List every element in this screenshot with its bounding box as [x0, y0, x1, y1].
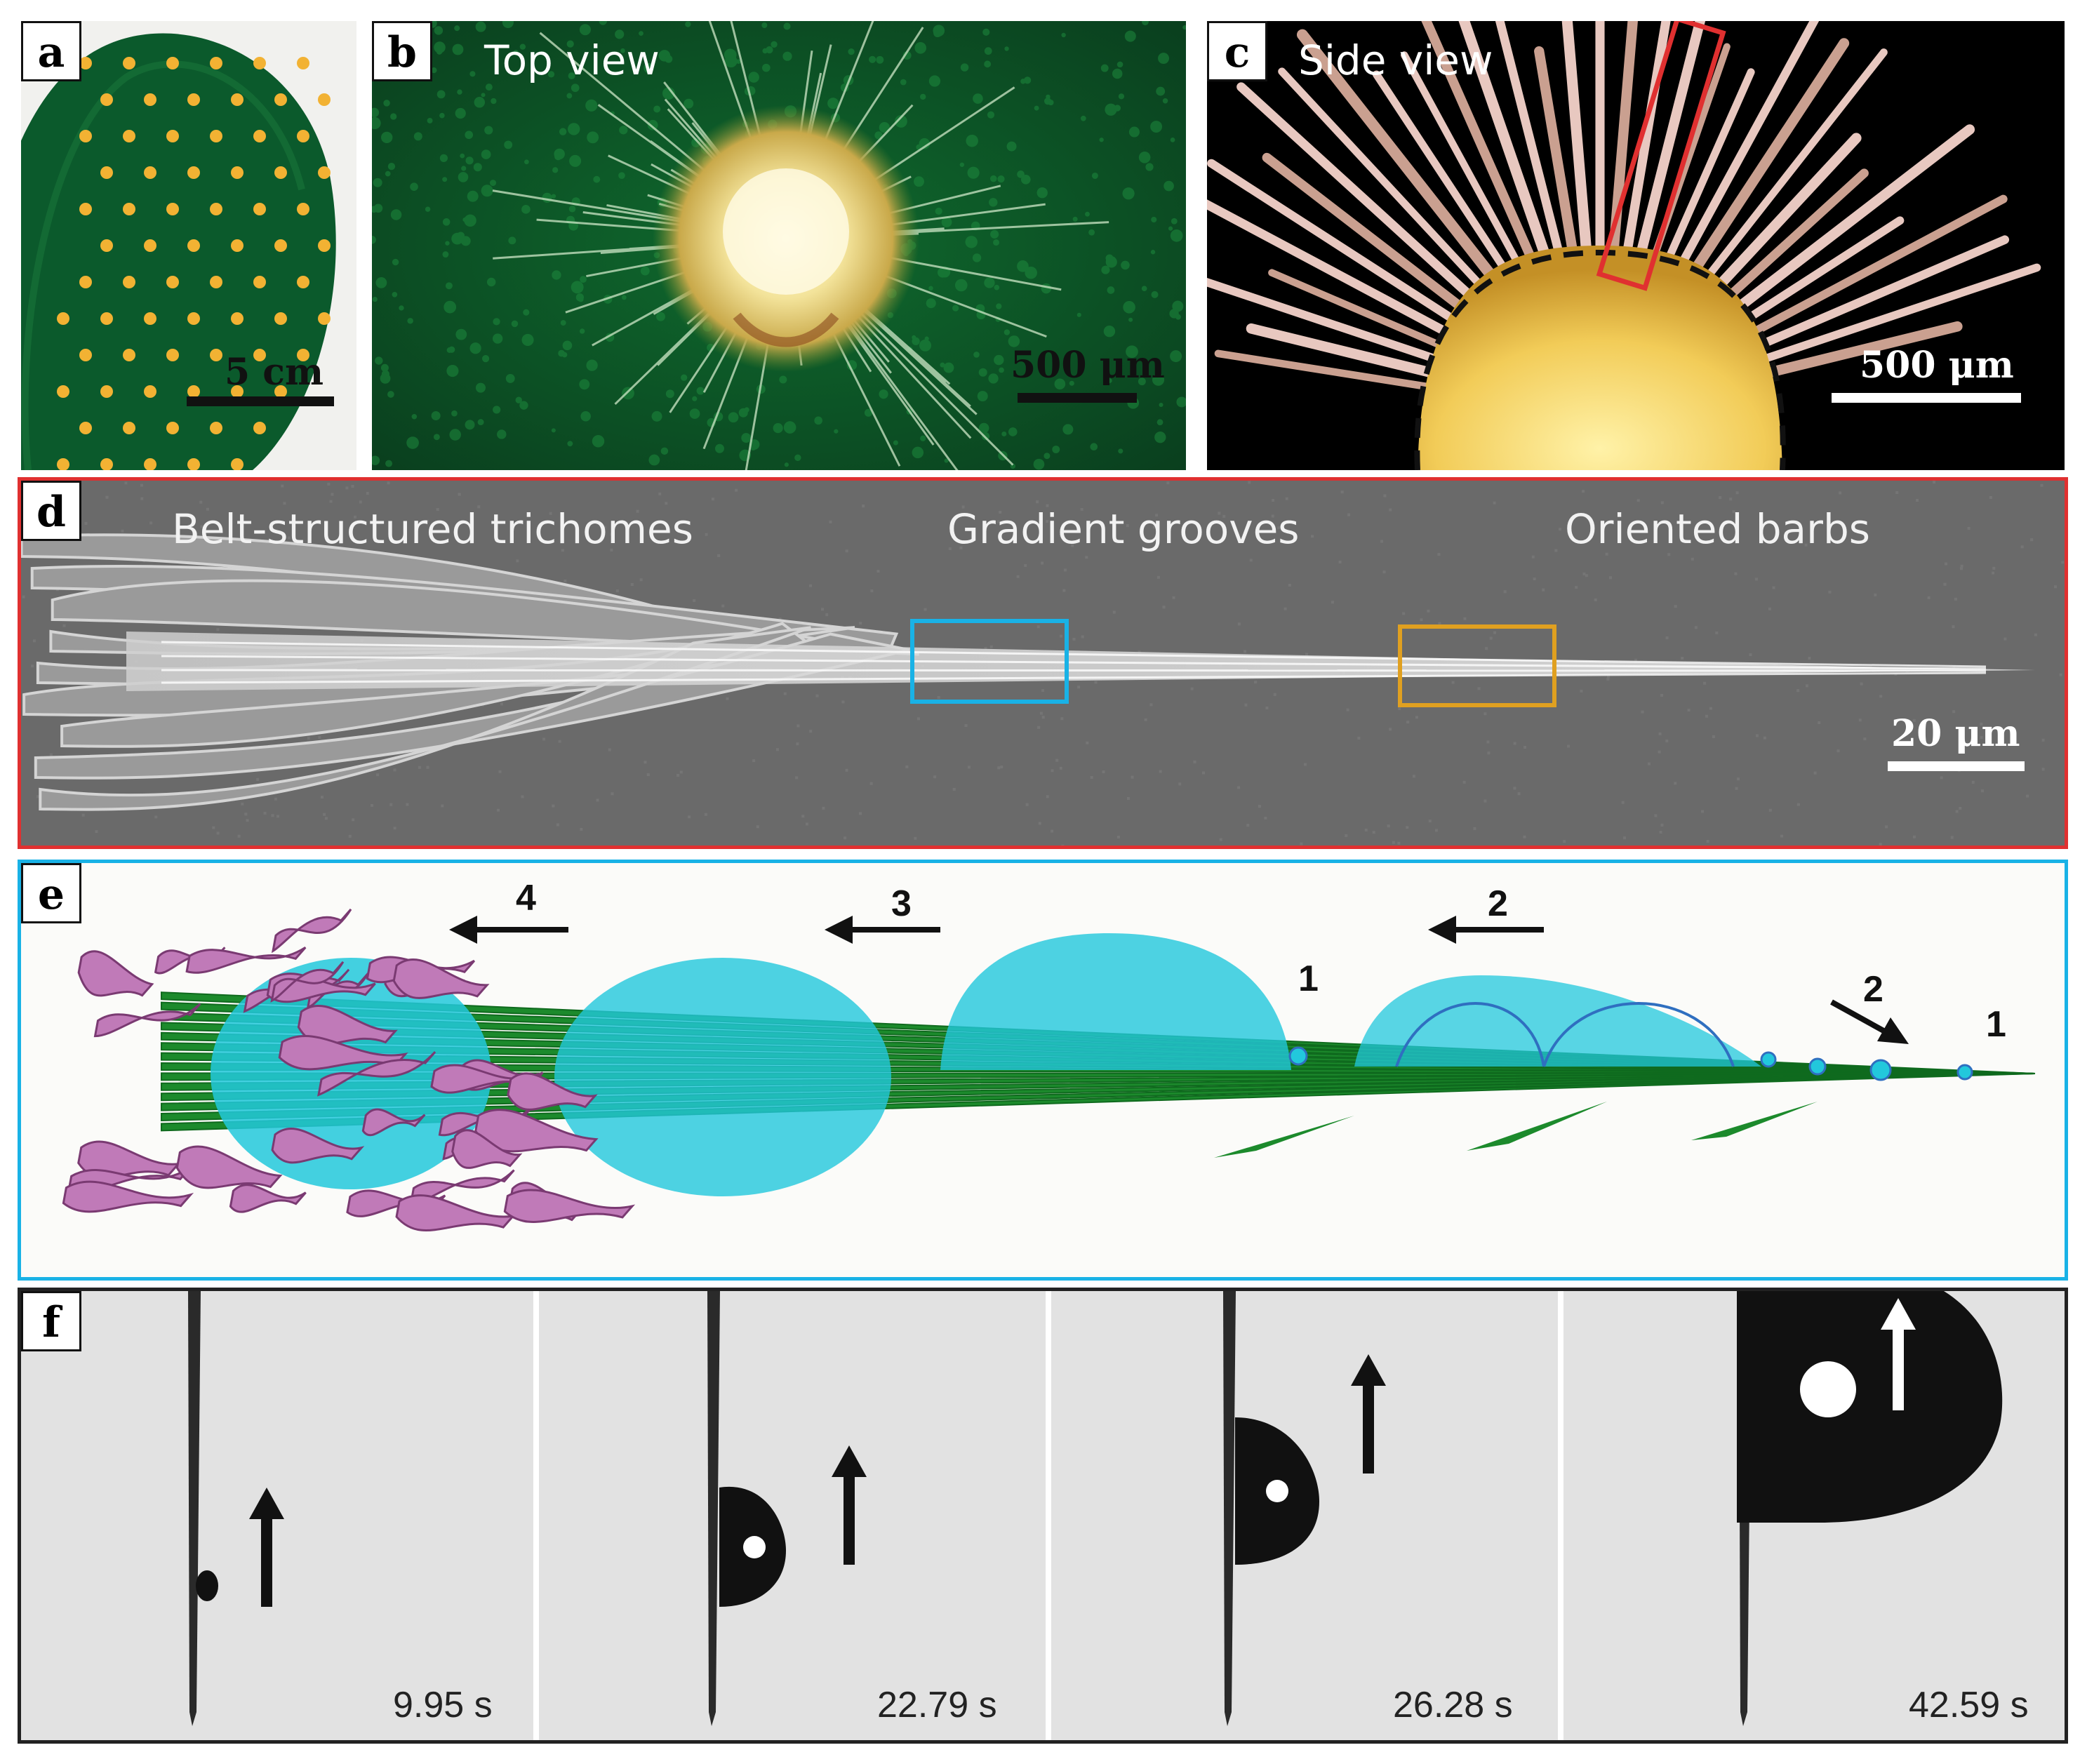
highlight-box-red [1596, 21, 1726, 291]
panel-label-a: a [21, 21, 81, 81]
caption-top-view: Top view [484, 36, 660, 84]
region-label-trichomes: Belt-structured trichomes [172, 505, 693, 553]
panel-label-d: d [21, 481, 81, 541]
scale-bar-c [1832, 393, 2021, 403]
timestamp-frame-3: 26.28 s [1393, 1685, 1513, 1725]
scale-label-a: 5 cm [225, 351, 324, 394]
step-label-1a: 1 [1298, 958, 1319, 999]
scale-bar-a [187, 396, 334, 406]
top-view-photo [372, 21, 1186, 470]
highlight-box-cyan [910, 619, 1069, 704]
step-label-2: 2 [1488, 883, 1508, 924]
timestamp-frame-2: 22.79 s [877, 1685, 997, 1725]
panel-d: d Belt-structured trichomes Gradient gro… [18, 477, 2068, 849]
droplet-transport-schematic [21, 863, 2065, 1277]
scale-label-b: 500 μm [1011, 344, 1165, 387]
panel-a: a 5 cm [21, 21, 356, 470]
highlight-box-orange [1398, 624, 1556, 707]
scale-label-c: 500 μm [1860, 344, 2014, 387]
timestamp-frame-4: 42.59 s [1909, 1685, 2029, 1725]
step-label-4: 4 [516, 878, 536, 918]
panel-label-b: b [372, 21, 432, 81]
region-label-barbs: Oriented barbs [1565, 505, 1870, 553]
step-label-1b: 1 [1986, 1004, 2006, 1045]
scale-bar-b [1018, 393, 1137, 403]
panel-label-c: c [1207, 21, 1267, 81]
scale-bar-d [1888, 761, 2025, 771]
panel-c: c Side view 500 μm [1207, 21, 2065, 470]
panel-e: e 4 3 2 1 2 1 [18, 860, 2068, 1281]
droplet-time-series [21, 1291, 2065, 1740]
caption-side-view: Side view [1298, 36, 1493, 84]
scale-label-d: 20 μm [1891, 712, 2020, 755]
panel-b: b Top view 500 μm [372, 21, 1186, 470]
step-label-3: 3 [891, 883, 912, 924]
side-view-photo [1207, 21, 2065, 470]
timestamp-frame-1: 9.95 s [393, 1685, 493, 1725]
region-label-grooves: Gradient grooves [947, 505, 1300, 553]
panel-label-f: f [21, 1291, 81, 1351]
cactus-pad-photo [21, 21, 356, 470]
panel-label-e: e [21, 863, 81, 923]
panel-f: f 9.95 s 22.79 s 26.28 s 42.59 s [18, 1288, 2068, 1744]
step-label-2b: 2 [1863, 969, 1883, 1010]
sem-spine-image [21, 481, 2065, 846]
